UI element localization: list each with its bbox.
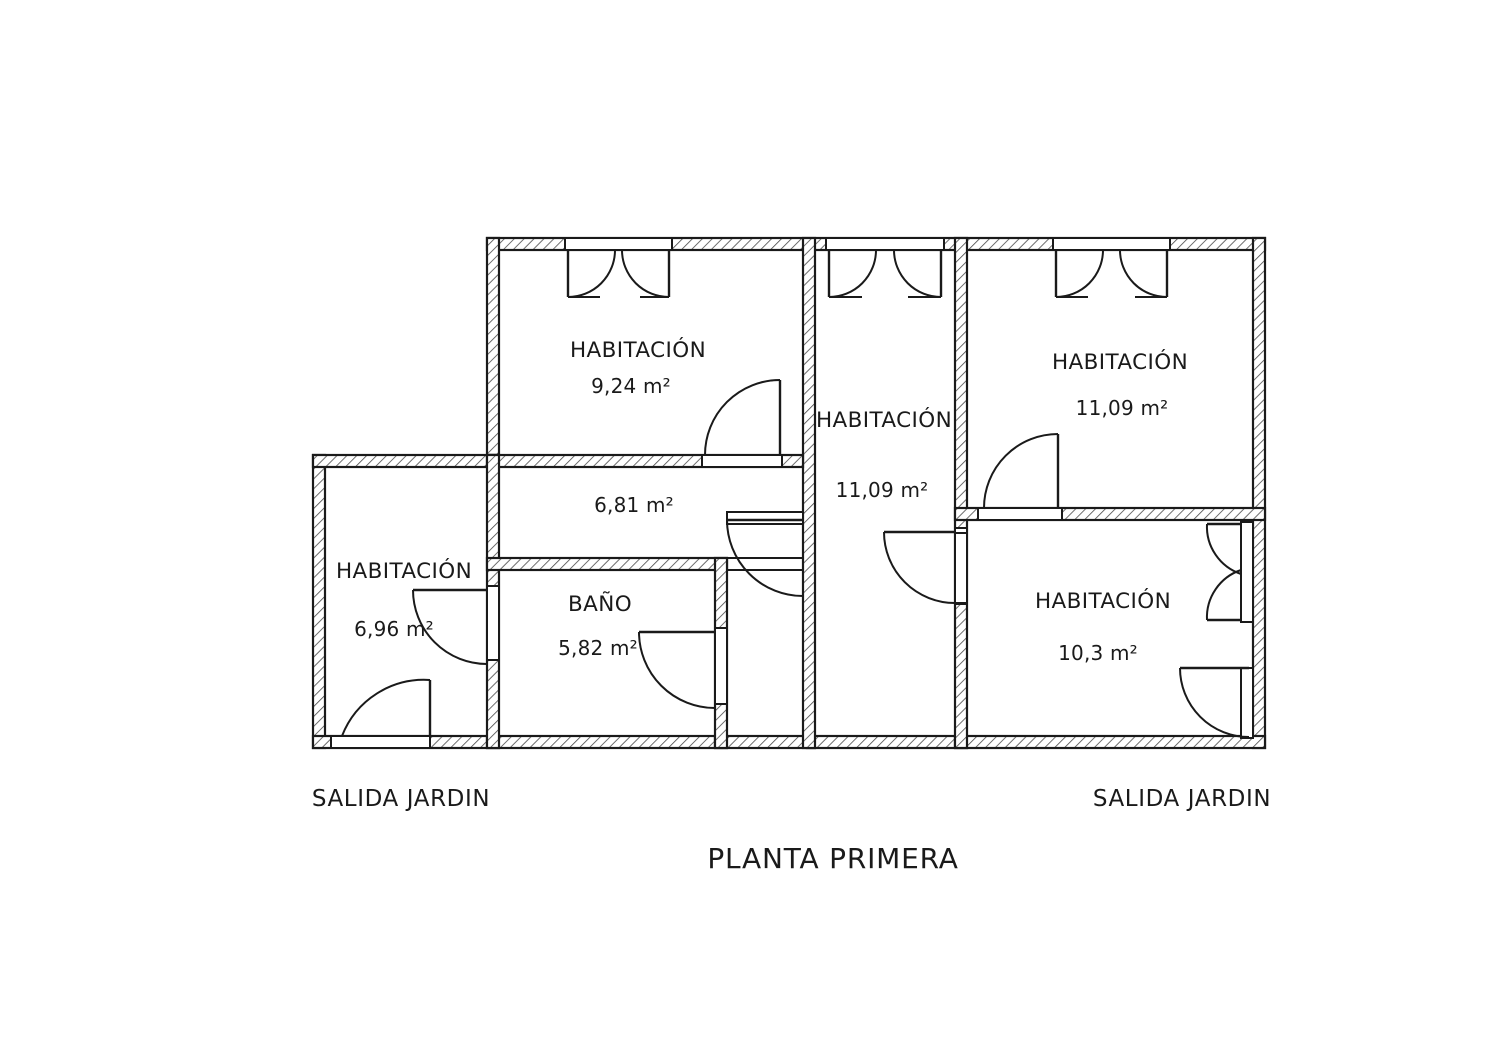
outline-hab-top-right	[966, 249, 1254, 509]
room-label-hab-bottom-right: HABITACIÓN	[1035, 588, 1171, 614]
wall-upper-left-exterior	[485, 236, 501, 457]
door-arc-bottom-right-double-b	[1205, 569, 1242, 621]
wall-bottom-exterior-mid	[805, 734, 969, 750]
doors-group	[330, 379, 1254, 749]
door-arc-hab-left-exit	[341, 678, 431, 737]
door-opening-top-left-room	[701, 454, 783, 468]
door-arc-bano	[638, 631, 716, 709]
door-arc-bottom-right-double-a	[1205, 523, 1242, 575]
wall-bathroom-top	[485, 556, 729, 572]
wall-vertical-left-of-middle	[801, 236, 817, 750]
door-arc-bottom-right-exit	[1179, 667, 1250, 738]
room-area-hab-middle: 11,09 m²	[836, 478, 929, 502]
door-arc-middle-room	[883, 531, 956, 604]
window-arc-middle-b	[893, 249, 942, 298]
exit-label-left: SALIDA JARDIN	[312, 786, 490, 812]
outline-hab-left	[324, 466, 488, 737]
wall-right-exterior	[1251, 236, 1267, 750]
door-arc-top-right-room	[983, 433, 1059, 509]
labels-group: HABITACIÓN 9,24 m² 6,81 m² BAÑO 5,82 m² …	[312, 337, 1271, 875]
door-arc-corridor-hall	[726, 519, 804, 597]
room-area-hab-bottom-right: 10,3 m²	[1058, 641, 1138, 665]
wall-vertical-right-of-middle	[953, 236, 969, 750]
wall-lower-left-exterior	[311, 453, 327, 750]
wall-bottom-exterior-hall	[713, 734, 817, 750]
window-opening-middle	[825, 237, 945, 251]
door-opening-bano	[714, 627, 728, 705]
room-area-corridor: 6,81 m²	[594, 493, 674, 517]
door-opening-bottom-right-double	[1240, 521, 1254, 623]
room-area-hab-top-left: 9,24 m²	[591, 374, 671, 398]
outline-hab-bottom-right	[966, 519, 1254, 737]
room-label-hab-top-right: HABITACIÓN	[1052, 349, 1188, 375]
exit-label-right: SALIDA JARDIN	[1093, 786, 1271, 812]
room-label-bano: BAÑO	[568, 590, 632, 617]
wall-lower-left-top-exterior	[311, 453, 501, 469]
door-opening-hab-left-upper	[486, 585, 500, 661]
room-label-hab-middle: HABITACIÓN	[816, 407, 952, 433]
window-arc-top-right-a	[1055, 249, 1104, 298]
room-label-hab-top-left: HABITACIÓN	[570, 337, 706, 363]
window-opening-top-right	[1052, 237, 1171, 251]
door-opening-top-right-room	[977, 507, 1063, 521]
room-label-hab-left: HABITACIÓN	[336, 558, 472, 584]
door-arc-hab-left-upper	[412, 589, 488, 665]
window-arc-top-left-b	[621, 249, 670, 298]
door-opening-corridor-hall	[726, 511, 804, 525]
window-arc-top-right-b	[1119, 249, 1168, 298]
top-windows-group	[564, 237, 1171, 298]
wall-bottom-exterior-right	[953, 734, 1267, 750]
walls-group	[311, 236, 1267, 750]
window-arc-top-left-a	[567, 249, 616, 298]
room-area-hab-left: 6,96 m²	[354, 617, 434, 641]
door-arc-top-left-room	[704, 379, 781, 456]
door-opening-bottom-right-exit	[1240, 667, 1254, 739]
room-area-bano: 5,82 m²	[558, 636, 638, 660]
door-opening-middle-room	[954, 527, 968, 605]
room-area-hab-top-right: 11,09 m²	[1076, 396, 1169, 420]
wall-bottom-exterior-center	[485, 734, 729, 750]
page-title: PLANTA PRIMERA	[707, 842, 958, 875]
window-arc-middle-a	[828, 249, 877, 298]
window-opening-top-left	[564, 237, 673, 251]
door-opening-hab-left-exit	[330, 735, 431, 749]
